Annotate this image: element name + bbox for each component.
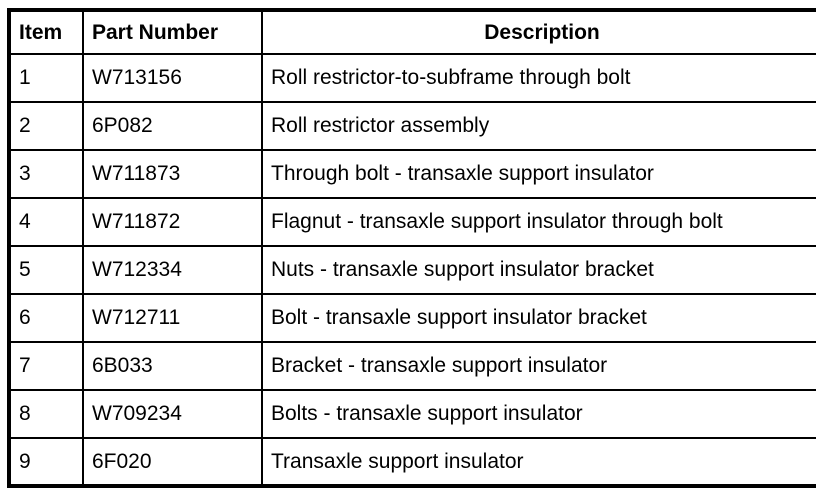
part-number-cell: W711873 [82,149,263,199]
item-cell: 4 [8,197,84,247]
part-number-cell: W709234 [82,389,263,439]
table-row: 6 W712711 Bolt - transaxle support insul… [8,293,816,343]
description-cell: Bolt - transaxle support insulator brack… [261,293,816,343]
part-number-cell: 6F020 [82,437,263,487]
table-row: 4 W711872 Flagnut - transaxle support in… [8,197,816,247]
part-number-cell: W711872 [82,197,263,247]
item-cell: 8 [8,389,84,439]
description-cell: Roll restrictor assembly [261,101,816,151]
part-number-cell: W713156 [82,53,263,103]
table-row: 7 6B033 Bracket - transaxle support insu… [8,341,816,391]
part-number-cell: 6B033 [82,341,263,391]
column-header-item: Item [8,9,84,55]
item-cell: 3 [8,149,84,199]
part-number-cell: 6P082 [82,101,263,151]
parts-table: Item Part Number Description 1 W713156 R… [7,8,816,488]
table-row: 9 6F020 Transaxle support insulator [8,437,816,487]
item-cell: 7 [8,341,84,391]
description-cell: Bolts - transaxle support insulator [261,389,816,439]
table-row: 1 W713156 Roll restrictor-to-subframe th… [8,53,816,103]
item-cell: 2 [8,101,84,151]
item-cell: 5 [8,245,84,295]
part-number-cell: W712334 [82,245,263,295]
table-row: 3 W711873 Through bolt - transaxle suppo… [8,149,816,199]
header-row: Item Part Number Description [8,9,816,55]
part-number-cell: W712711 [82,293,263,343]
description-cell: Transaxle support insulator [261,437,816,487]
item-cell: 1 [8,53,84,103]
item-cell: 9 [8,437,84,487]
description-cell: Bracket - transaxle support insulator [261,341,816,391]
table-row: 5 W712334 Nuts - transaxle support insul… [8,245,816,295]
table-row: 2 6P082 Roll restrictor assembly [8,101,816,151]
description-cell: Through bolt - transaxle support insulat… [261,149,816,199]
description-cell: Flagnut - transaxle support insulator th… [261,197,816,247]
description-cell: Roll restrictor-to-subframe through bolt [261,53,816,103]
column-header-part-number: Part Number [82,9,263,55]
table-row: 8 W709234 Bolts - transaxle support insu… [8,389,816,439]
description-cell: Nuts - transaxle support insulator brack… [261,245,816,295]
column-header-description: Description [261,9,816,55]
item-cell: 6 [8,293,84,343]
